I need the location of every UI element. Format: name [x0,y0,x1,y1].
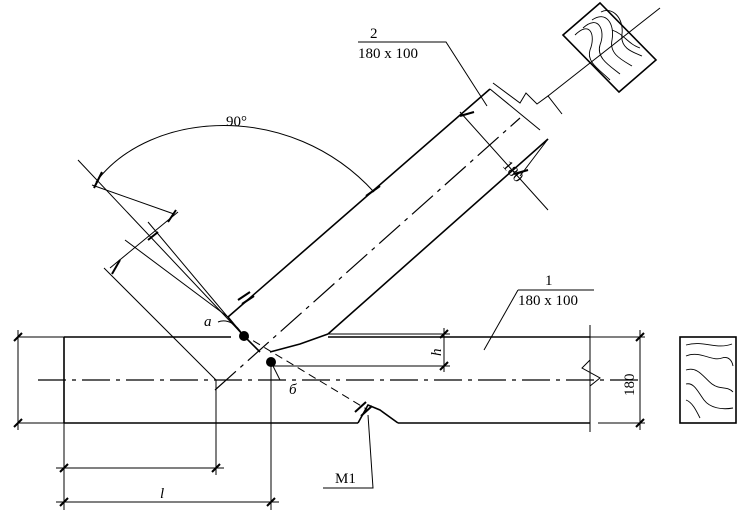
notch-depth-label: h [429,349,445,357]
bottom-chord [38,325,640,432]
chord-section-label: 180 x 100 [518,293,578,309]
chord-height-label: 180 [622,374,638,397]
angle-label: 90° [226,114,247,130]
point-b-label: б [289,382,297,398]
point-b-dot [266,357,276,367]
length-label: l [160,486,164,502]
brace-section [561,1,658,94]
point-a-dot [239,331,249,341]
dimension-lines [13,88,645,510]
connector-label: M1 [335,471,356,487]
leader-lines [217,41,594,489]
brace-number: 2 [370,26,378,42]
chord-number: 1 [545,273,553,289]
brace-section-label: 180 x 100 [358,46,418,62]
chord-section [679,336,737,424]
point-a-label: a [204,314,212,330]
